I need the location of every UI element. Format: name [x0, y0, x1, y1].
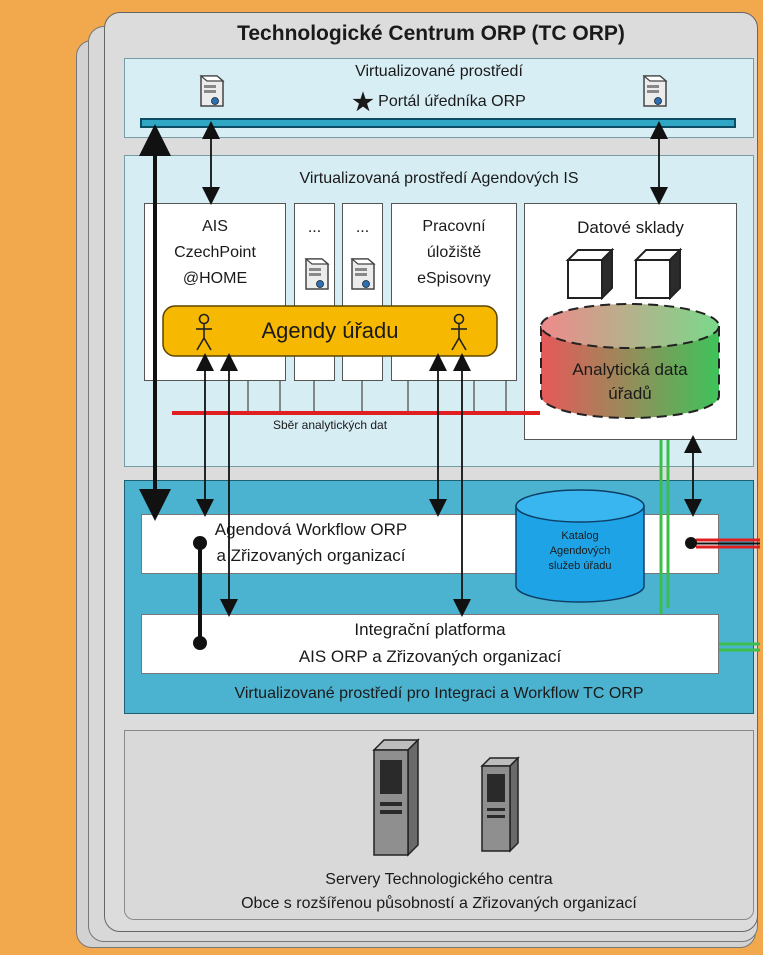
connector-dot [193, 636, 207, 650]
portal-sublabel: ★ Portál úředníka ORP [124, 88, 754, 117]
green-lines [659, 440, 760, 652]
sber-label: Sběr analytických dat [272, 418, 388, 432]
server-icon [642, 75, 668, 107]
right-red-link [696, 538, 760, 549]
integracni-label-2: AIS ORP a Zřizovaných organizací [298, 647, 562, 666]
connector-lines [247, 381, 507, 412]
integracni-platforma-box [141, 614, 719, 674]
server-icon [199, 75, 225, 107]
server-tower-icon [372, 738, 420, 857]
servery-section [124, 730, 754, 920]
katalog-label-1: Katalog [561, 530, 599, 542]
portal-sublabel-text: Portál úředníka ORP [378, 93, 526, 110]
integracni-label-1: Integrační platforma [354, 620, 506, 639]
server-icon [350, 258, 376, 290]
dots-label-1: ... [307, 219, 322, 236]
dots-label-2: ... [355, 219, 370, 236]
datove-sklady-label: Datové sklady [577, 218, 684, 237]
cube-icon [565, 247, 615, 301]
pracovni-label-1: Pracovní [422, 218, 486, 235]
agendova-workflow-label-2: a Zřizovaných organizací [216, 546, 406, 565]
katalog-label-2: Agendových [549, 545, 611, 557]
ais-label-2: CzechPoint [174, 244, 256, 261]
agendove-is-label: Virtualizovaná prostředí Agendových IS [299, 170, 579, 187]
analyticka-label-1: Analytická data [572, 360, 688, 379]
pracovni-label-3: eSpisovny [417, 270, 491, 287]
page-title: Technologické Centrum ORP (TC ORP) [237, 22, 625, 45]
server-icon [304, 258, 330, 290]
connector-dot [193, 536, 207, 550]
ais-label-3: @HOME [182, 270, 248, 287]
portal-label: Virtualizované prostředí [355, 63, 523, 80]
portal-bus-bar [140, 118, 736, 128]
star-icon: ★ [352, 89, 374, 116]
agendy-label: Agendy úřadu [261, 318, 399, 343]
analyticka-label-2: úřadů [608, 384, 652, 403]
servery-label-1: Servery Technologického centra [325, 871, 553, 888]
workflow-label: Virtualizované prostředí pro Integraci a… [234, 685, 644, 702]
server-tower-icon [480, 756, 520, 853]
katalog-label-3: služeb úřadu [548, 560, 612, 572]
pracovni-label-2: úložiště [426, 244, 482, 261]
ais-label-1: AIS [202, 218, 228, 235]
analyticka-data-cylinder [540, 303, 720, 419]
actor-icon [451, 313, 467, 351]
connector-dot [685, 537, 697, 549]
actor-icon [196, 313, 212, 351]
servery-label-2: Obce s rozšířenou působností a Zřizovaný… [241, 895, 637, 912]
katalog-cylinder [515, 489, 645, 603]
agendova-workflow-label-1: Agendová Workflow ORP [214, 520, 408, 539]
cube-icon [633, 247, 683, 301]
